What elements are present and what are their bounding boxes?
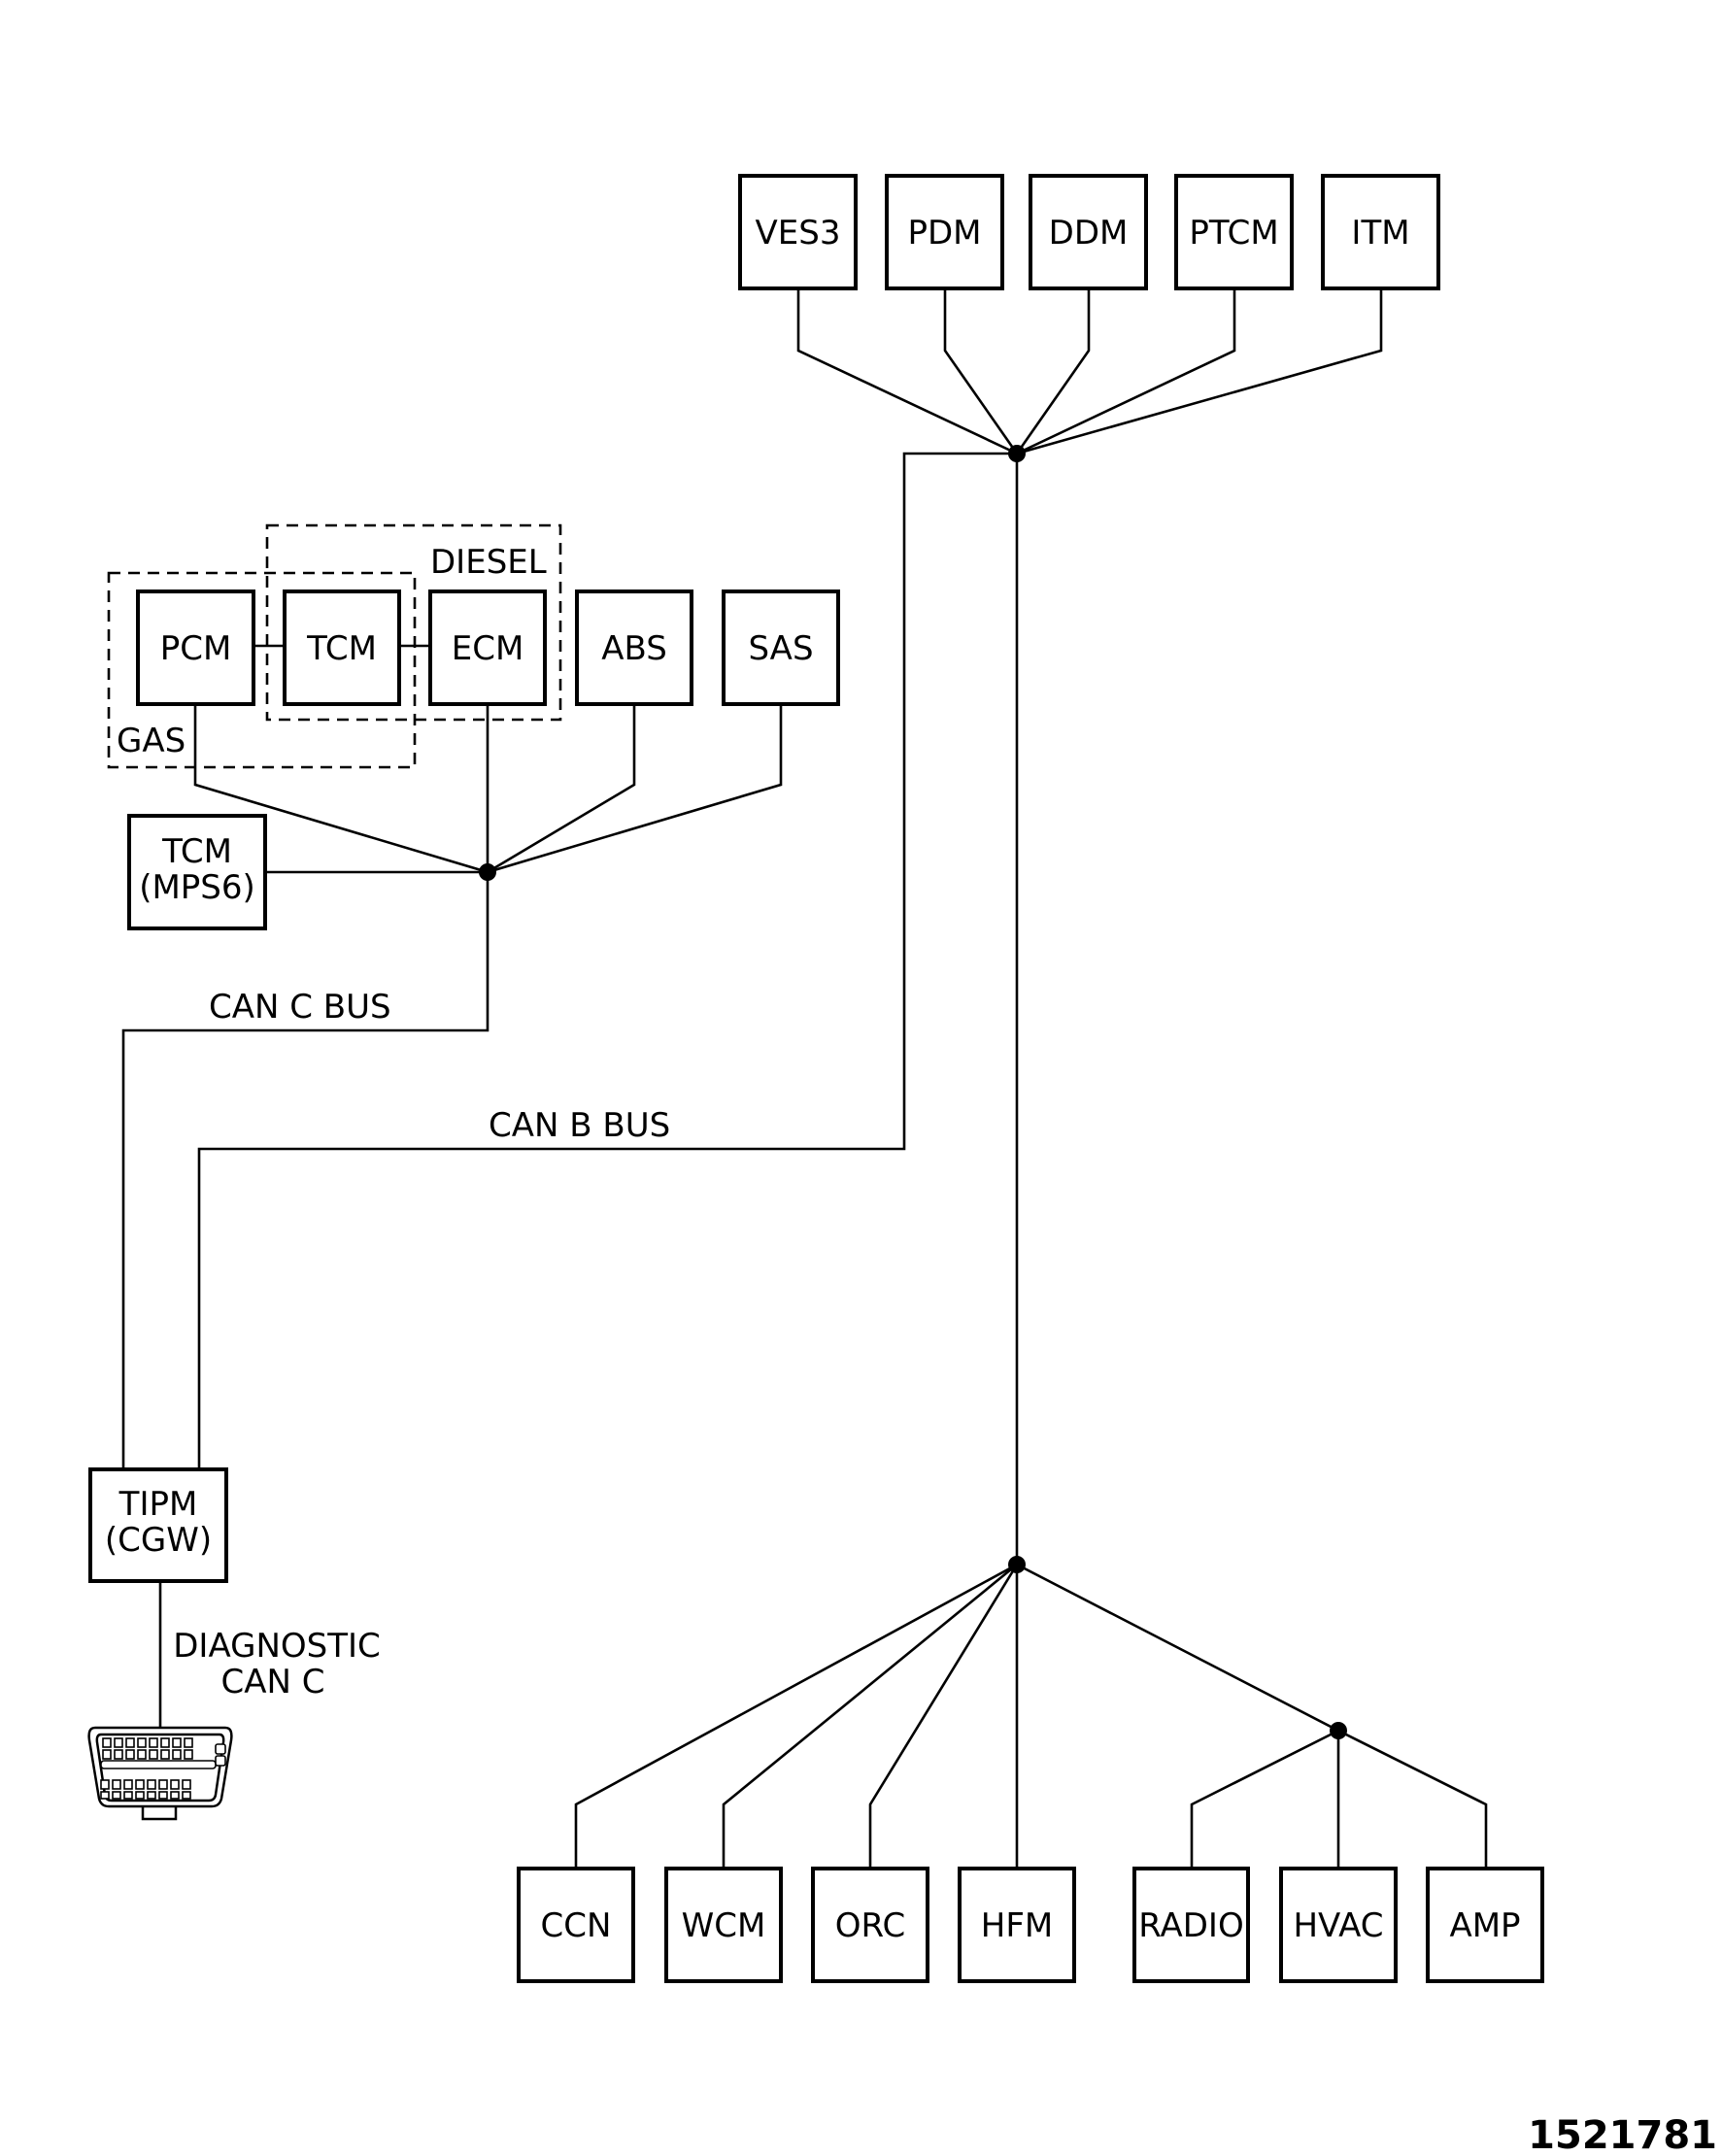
module-ves3: VES3 [738,174,858,290]
module-abs: ABS [575,590,693,706]
diesel-group-outline [265,523,562,722]
module-sas: SAS [722,590,840,706]
figure-number: 1521781 [1528,2113,1717,2156]
can-b-upper-splice-node [1008,445,1026,462]
gas-group-outline [107,571,417,769]
svg-text:(MPS6): (MPS6) [139,868,255,907]
can-c-bus-wiring [121,644,783,1469]
diagnostic-can-c-label-line1: DIAGNOSTIC [173,1627,381,1666]
module-amp: AMP [1426,1867,1544,1983]
module-tcm: TCM [283,590,401,706]
module-ecm: ECM [428,590,547,706]
svg-text:ECM: ECM [452,629,524,668]
module-wcm: WCM [664,1867,783,1983]
can-c-splice-node [479,863,496,881]
module-itm: ITM [1321,174,1440,290]
svg-text:(CGW): (CGW) [105,1521,212,1560]
module-tcm-mps6: TCM (MPS6) [127,814,267,930]
svg-text:ABS: ABS [601,629,667,668]
module-orc: ORC [811,1867,929,1983]
module-tipm-cgw: TIPM (CGW) [88,1467,228,1583]
module-radio: RADIO [1132,1867,1250,1983]
svg-text:RADIO: RADIO [1138,1906,1243,1945]
module-hfm: HFM [958,1867,1076,1983]
can-b-bus-label: CAN B BUS [489,1106,670,1145]
svg-text:ORC: ORC [835,1906,905,1945]
svg-text:WCM: WCM [682,1906,766,1945]
svg-text:TCM: TCM [306,629,377,668]
svg-text:ITM: ITM [1351,214,1409,253]
diagnostic-can-c-label-line2: CAN C [221,1663,325,1701]
svg-text:PCM: PCM [160,629,232,668]
svg-text:PDM: PDM [907,214,981,253]
module-pdm: PDM [885,174,1004,290]
diagnostic-connector-icon [87,1726,233,1821]
can-b-lower-splice-node [1008,1556,1026,1573]
module-pcm: PCM [136,590,255,706]
svg-text:AMP: AMP [1449,1906,1520,1945]
can-b-radio-splice-node [1330,1722,1347,1739]
module-ptcm: PTCM [1174,174,1294,290]
module-ccn: CCN [517,1867,635,1983]
svg-text:PTCM: PTCM [1189,214,1278,253]
diesel-group-label: DIESEL [430,543,547,582]
svg-text:CCN: CCN [541,1906,612,1945]
can-c-bus-label: CAN C BUS [209,988,391,1027]
svg-text:TIPM: TIPM [118,1485,198,1524]
can-b-bus-wiring [197,288,1488,1869]
svg-text:HFM: HFM [981,1906,1053,1945]
gas-group-label: GAS [117,722,186,760]
svg-text:DDM: DDM [1049,214,1129,253]
module-ddm: DDM [1029,174,1148,290]
svg-text:SAS: SAS [748,629,813,668]
svg-text:TCM: TCM [161,832,232,871]
module-hvac: HVAC [1279,1867,1398,1983]
svg-text:VES3: VES3 [756,214,841,253]
svg-text:HVAC: HVAC [1293,1906,1383,1945]
